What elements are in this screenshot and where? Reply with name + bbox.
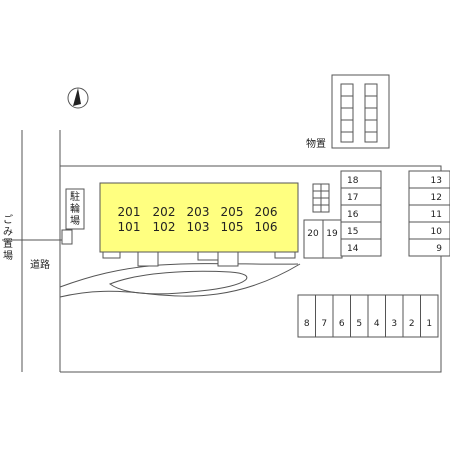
parking-17: 17 bbox=[347, 193, 358, 203]
entrance-103 bbox=[197, 251, 219, 261]
parking-5: 5 bbox=[356, 319, 362, 329]
parking-18: 18 bbox=[347, 176, 359, 186]
entrance-101 bbox=[102, 251, 121, 259]
parking-right-column: 13 12 11 10 9 bbox=[408, 170, 450, 257]
bike-parking-label-1: 駐 bbox=[70, 190, 80, 203]
parking-3: 3 bbox=[391, 319, 397, 329]
garbage-label-4: 場 bbox=[3, 249, 13, 262]
unit-202: 202 bbox=[153, 205, 176, 219]
parking-16: 16 bbox=[347, 210, 359, 220]
entrance-102 bbox=[137, 251, 159, 267]
storage-shed-grid bbox=[340, 83, 378, 143]
driveway-upper bbox=[59, 263, 299, 288]
north-arrow-icon bbox=[67, 87, 89, 109]
unit-105: 105 bbox=[221, 220, 244, 234]
parking-left-column: 18 17 16 15 14 bbox=[340, 170, 382, 257]
parking-20: 20 bbox=[307, 229, 319, 239]
bike-parking bbox=[65, 188, 85, 230]
parking-19: 19 bbox=[326, 229, 338, 239]
parking-8: 8 bbox=[304, 319, 310, 329]
unit-102: 102 bbox=[153, 220, 176, 234]
parking-4: 4 bbox=[374, 319, 380, 329]
bike-parking-label-2: 輪 bbox=[70, 202, 80, 215]
unit-101: 101 bbox=[118, 220, 141, 234]
parking-14: 14 bbox=[347, 244, 359, 254]
apartment-building bbox=[99, 182, 299, 253]
garbage-label-3: 置 bbox=[3, 238, 13, 250]
parking-bottom-row: 8 7 6 5 4 3 2 1 bbox=[297, 294, 439, 338]
parking-6: 6 bbox=[339, 319, 345, 329]
parking-2: 2 bbox=[409, 319, 415, 329]
parking-7: 7 bbox=[321, 319, 327, 329]
unit-labels: 201 202 203 205 206 101 102 103 105 106 bbox=[118, 205, 278, 234]
driveway-lower bbox=[59, 263, 301, 298]
entrance-106 bbox=[274, 251, 296, 259]
unit-205: 205 bbox=[221, 205, 244, 219]
driveway-island bbox=[108, 270, 248, 295]
unit-103: 103 bbox=[187, 220, 210, 234]
parking-15: 15 bbox=[347, 227, 358, 237]
unit-203: 203 bbox=[187, 205, 210, 219]
parking-13: 13 bbox=[431, 176, 442, 186]
parking-small: 20 19 bbox=[303, 219, 343, 259]
road-label: 道路 bbox=[30, 258, 50, 271]
garbage-station bbox=[61, 229, 73, 245]
unit-201: 201 bbox=[118, 205, 141, 219]
bike-parking-label-3: 場 bbox=[70, 214, 80, 227]
unit-206: 206 bbox=[255, 205, 278, 219]
parking-1: 1 bbox=[426, 319, 432, 329]
entrance-105 bbox=[217, 251, 239, 267]
garbage-label-1: ご bbox=[3, 213, 13, 226]
garbage-label-2: み bbox=[3, 227, 13, 238]
parking-10: 10 bbox=[431, 227, 443, 237]
unit-106: 106 bbox=[255, 220, 278, 234]
site-boundary bbox=[60, 165, 442, 373]
storage-label: 物置 bbox=[306, 137, 326, 150]
parking-9: 9 bbox=[436, 244, 442, 254]
parking-11: 11 bbox=[431, 210, 442, 220]
parking-12: 12 bbox=[431, 193, 442, 203]
